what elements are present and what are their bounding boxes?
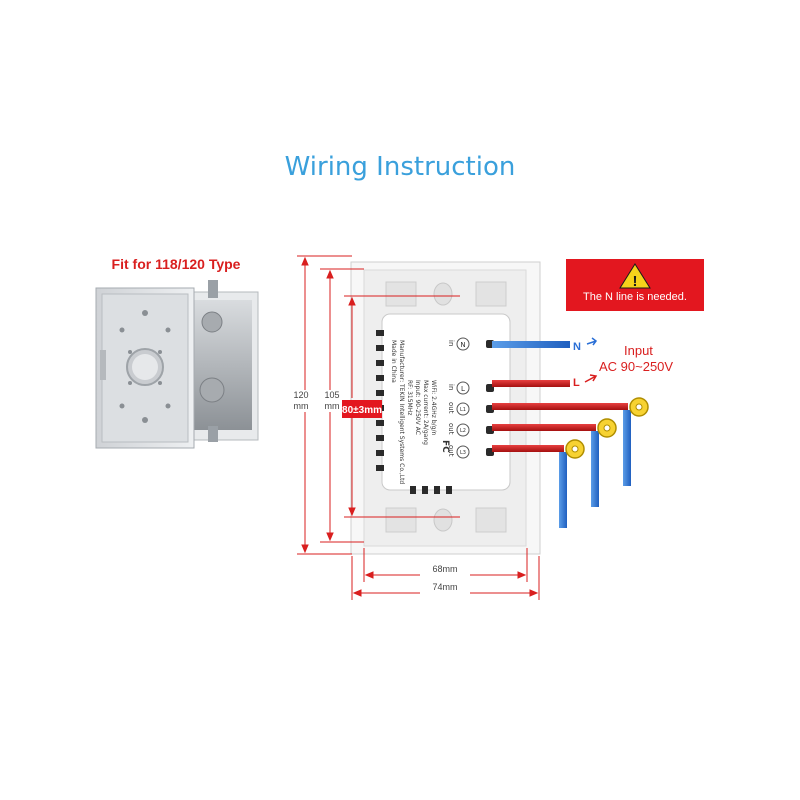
terminal-n-label: in <box>447 340 455 346</box>
output-wire-3 <box>492 445 564 452</box>
terminal-l2-label: out <box>447 423 455 435</box>
wire-connectors <box>565 397 649 459</box>
outer-width-value: 74mm <box>432 582 457 592</box>
spec-line-2: Input: 90-250V AC <box>414 380 421 435</box>
module-pins-left <box>376 330 384 471</box>
wires <box>492 341 649 528</box>
terminal-n: N <box>460 341 465 349</box>
page-title: Wiring Instruction <box>284 152 516 182</box>
input-label: Input <box>624 343 653 358</box>
warning-text: The N line is needed. <box>583 291 687 303</box>
spec-line-4: WiFi: 2.4GHz b/g/n <box>430 380 437 435</box>
terminal-l2: L2 <box>460 428 466 434</box>
input-voltage: AC 90~250V <box>599 359 673 374</box>
fcc-mark: FC <box>440 440 450 453</box>
warning-banner: ! The N line is needed. <box>566 259 704 311</box>
outer-height-value: 120 <box>293 390 308 400</box>
output-wire-1 <box>492 403 628 410</box>
load-wire-2 <box>591 431 599 507</box>
load-wire-3 <box>559 452 567 528</box>
hole-spacing-value: 80±3mm <box>342 405 382 416</box>
box-type-label: Fit for 118/120 Type <box>111 256 241 272</box>
warning-triangle-icon: ! <box>619 263 651 290</box>
warning-symbol: ! <box>633 273 638 290</box>
spec-line-1: RF: 315MHz <box>406 380 413 415</box>
terminal-l-label: in <box>447 384 455 390</box>
made-in-label: Made in China <box>390 340 397 383</box>
output-wire-2 <box>492 424 596 431</box>
spec-line-5: Manufacturer: TEKIN Intelligent Systems … <box>398 340 405 484</box>
switch-module: Made in China Manufacturer: TEKIN Intell… <box>376 313 511 494</box>
terminal-l1-label: out <box>447 402 455 414</box>
junction-box <box>95 280 259 449</box>
live-label: L <box>573 377 580 389</box>
neutral-label: N <box>573 341 581 353</box>
terminal-l1: L1 <box>460 407 466 413</box>
terminal-l3: L3 <box>460 450 466 456</box>
neutral-wire <box>492 341 570 348</box>
inner-height-value: 105 <box>324 390 339 400</box>
load-wire-1 <box>623 410 631 486</box>
terminal-l3-label: out <box>447 445 455 457</box>
terminal-l: L <box>461 385 465 393</box>
module-pins-bottom <box>410 486 452 494</box>
live-arrow-icon <box>584 374 598 383</box>
hole-spacing-badge <box>342 400 382 418</box>
neutral-arrow-icon <box>586 337 598 346</box>
inner-height-unit: mm <box>325 401 340 411</box>
inner-width-value: 68mm <box>432 564 457 574</box>
outer-height-unit: mm <box>294 401 309 411</box>
dimension-lines <box>297 255 540 600</box>
spec-line-3: Max current: 2A/gang <box>422 380 429 445</box>
live-wire <box>492 380 570 387</box>
